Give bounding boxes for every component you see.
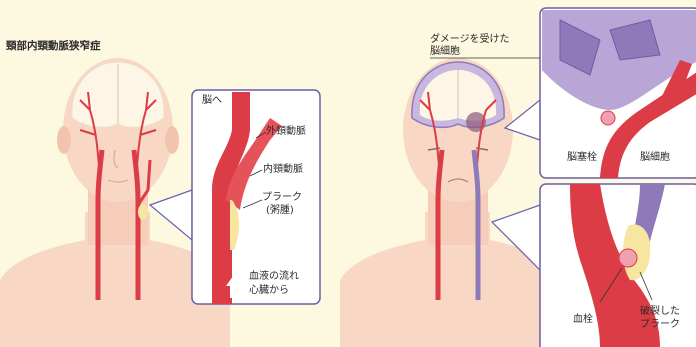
label-plaque: プラーク xyxy=(262,192,302,204)
label-thrombus: 血栓 xyxy=(573,314,593,326)
label-external-carotid: 外頸動脈 xyxy=(266,126,306,138)
label-embolism: 脳塞栓 xyxy=(567,152,597,164)
label-ruptured: 破裂した xyxy=(640,306,680,318)
label-to-brain: 脳へ xyxy=(202,95,222,107)
right-top-zoom-panel xyxy=(540,8,696,178)
label-ruptured-plaque: プラーク xyxy=(640,319,680,331)
left-ear-r xyxy=(165,126,179,154)
page-title: 頸部内頸動脈狭窄症 xyxy=(6,40,101,52)
thrombus-clot xyxy=(619,249,637,267)
label-blood-flow: 血液の流れ xyxy=(249,271,299,283)
label-internal-carotid: 内頸動脈 xyxy=(263,164,303,176)
label-from-heart: 心臓から xyxy=(249,285,289,297)
left-callout-wedge xyxy=(150,190,192,240)
label-plaque-sub: (粥腫) xyxy=(266,205,294,217)
label-damaged: ダメージを受けた xyxy=(430,34,510,46)
label-brain-cells: 脳細胞 xyxy=(640,152,670,164)
left-ear-l xyxy=(57,126,71,154)
embolus xyxy=(601,111,615,125)
label-damaged-cells: 脳細胞 xyxy=(430,46,460,58)
left-plaque-spot xyxy=(138,204,148,220)
right-figure xyxy=(340,58,560,347)
